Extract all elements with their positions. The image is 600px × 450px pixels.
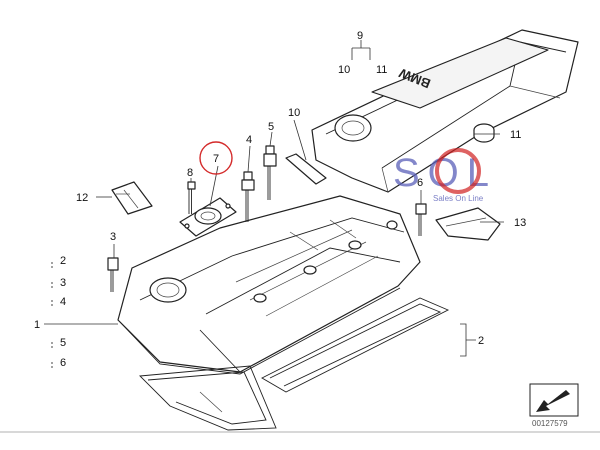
leader-lines (44, 40, 504, 368)
callout-8: 8 (187, 167, 193, 179)
view-direction-box (529, 383, 579, 417)
callout-11: 11 (510, 129, 521, 141)
callout-9: 9 (357, 30, 363, 42)
callout-2-right: 2 (478, 335, 484, 347)
bolt-8 (187, 181, 196, 214)
bolt-3 (107, 257, 119, 292)
callout-12: 12 (76, 192, 88, 204)
diagram-code: 00127579 (532, 419, 568, 428)
callout-3-left: 3 (60, 277, 66, 289)
callouts: 9 10 11 10 5 4 7 8 11 6 12 13 3 2 3 4 1 … (34, 30, 526, 369)
stud-5 (263, 145, 277, 200)
highlight-circle (199, 141, 233, 175)
callout-6: 6 (417, 177, 423, 189)
gasket (139, 297, 450, 431)
bolt-6 (415, 203, 427, 236)
callout-1: 1 (34, 319, 40, 331)
valve-cover (117, 195, 421, 375)
callout-4-left: 4 (60, 296, 66, 308)
callout-6-left: 6 (60, 357, 66, 369)
callout-5-left: 5 (60, 337, 66, 349)
damper-block (111, 181, 153, 215)
callout-5: 5 (268, 121, 274, 133)
direction-arrow-icon (536, 390, 570, 412)
oil-cap (473, 123, 495, 143)
sol-watermark: SOL Sales On Line (393, 148, 489, 203)
callout-13: 13 (514, 217, 526, 229)
watermark-ring-icon (435, 148, 481, 194)
watermark-tagline: Sales On Line (433, 194, 484, 203)
heat-shield (435, 207, 501, 241)
callout-3: 3 (110, 231, 116, 243)
callout-7: 7 (213, 153, 219, 165)
breather-flange (179, 197, 237, 237)
callout-2-left: 2 (60, 255, 66, 267)
bolt-4 (241, 171, 255, 222)
callout-11-top: 11 (376, 64, 387, 76)
callout-10-top: 10 (338, 64, 350, 76)
seal-strip (285, 153, 327, 185)
callout-4: 4 (246, 134, 252, 146)
callout-10: 10 (288, 107, 300, 119)
engine-cover: BMW (311, 29, 579, 193)
